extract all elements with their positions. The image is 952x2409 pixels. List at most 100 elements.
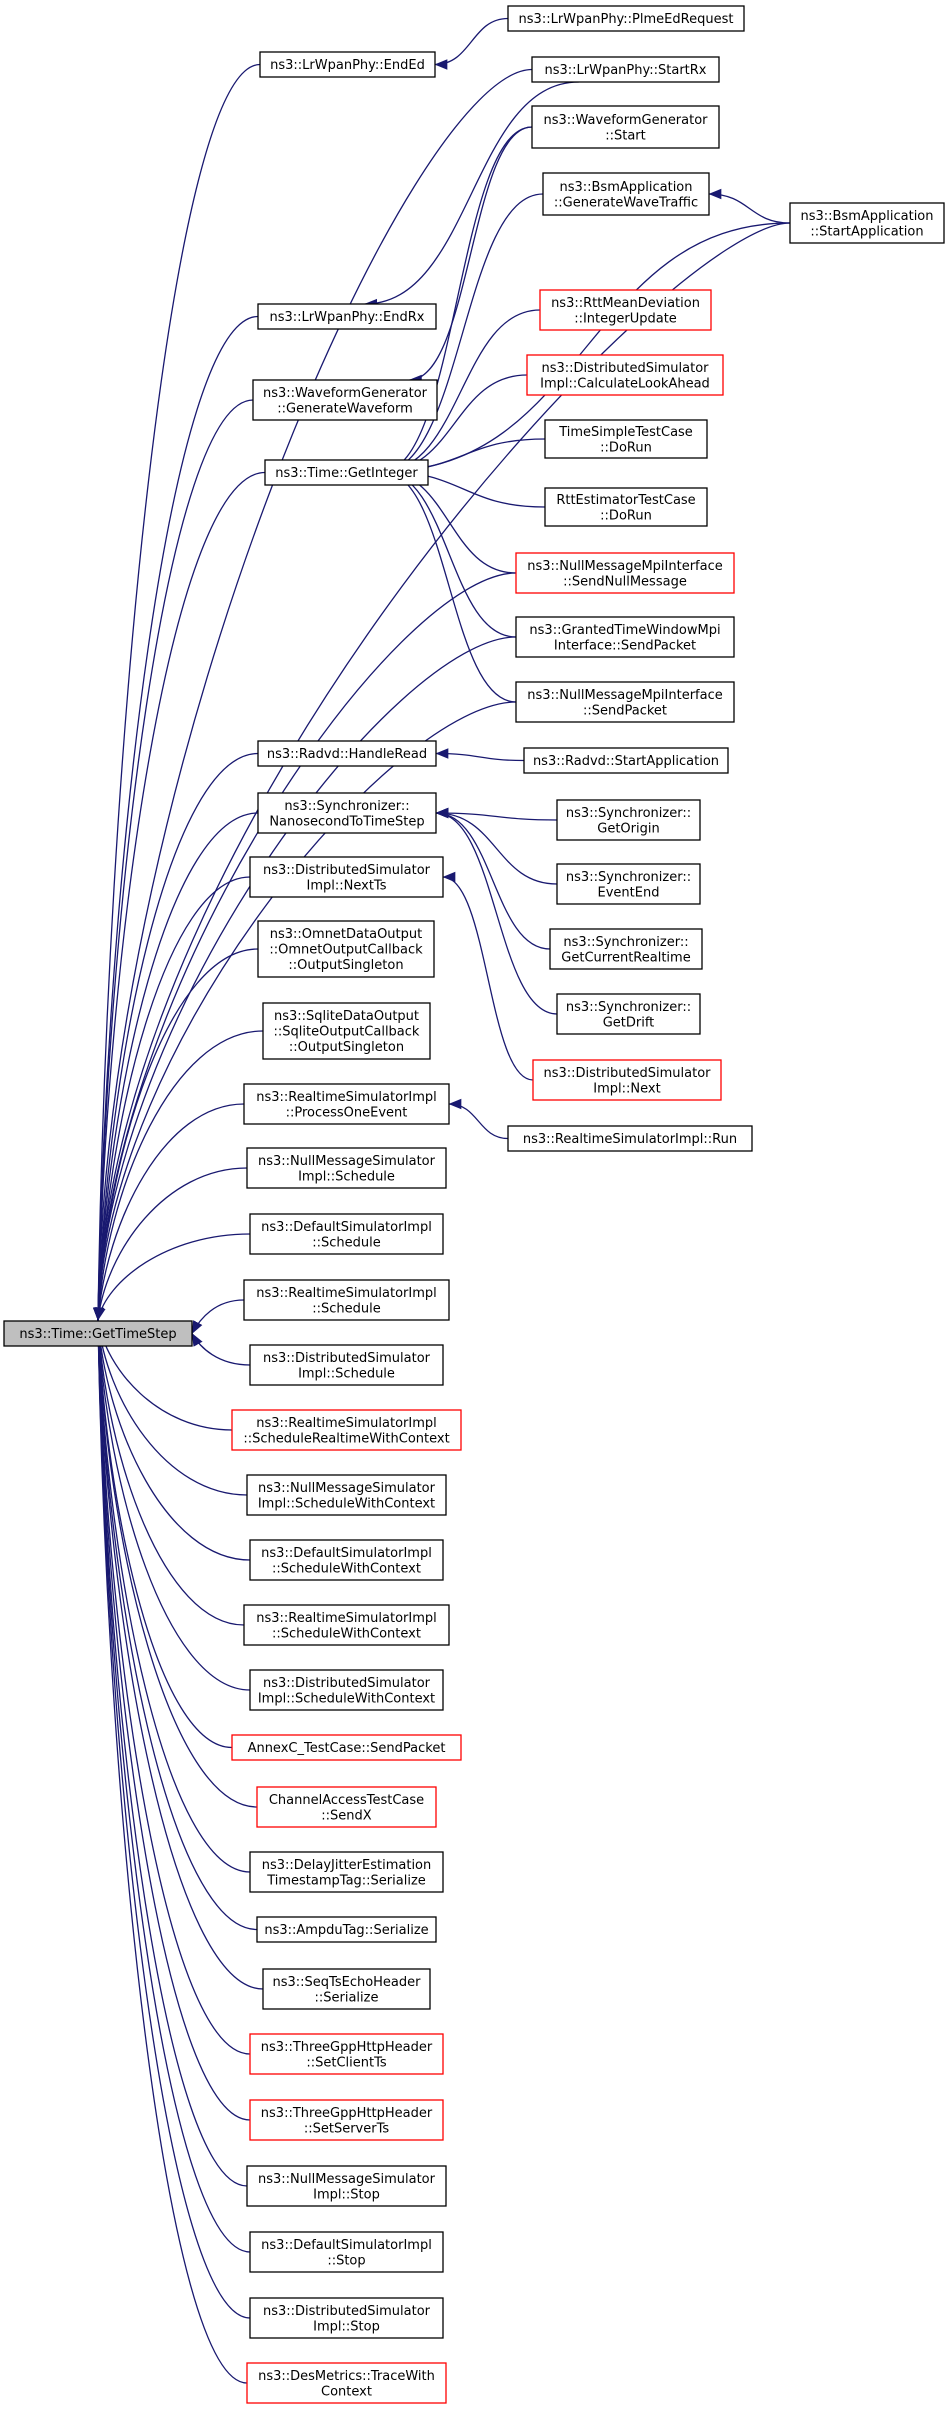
node-null-sched-ctx[interactable]: ns3::NullMessageSimulatorImpl::ScheduleW…: [246, 1474, 447, 1516]
edges-layer: [92, 17, 791, 2384]
node-label: ns3::LrWpanPhy::StartRx: [544, 63, 706, 78]
node-sync-current[interactable]: ns3::Synchronizer::GetCurrentRealtime: [549, 928, 703, 970]
edge: [435, 807, 558, 821]
edge: [93, 1319, 258, 1808]
node-wg-start[interactable]: ns3::WaveformGenerator::Start: [531, 105, 720, 149]
node-omnet[interactable]: ns3::OmnetDataOutput::OmnetOutputCallbac…: [257, 920, 435, 978]
edge: [93, 1319, 248, 2187]
node-annex-c[interactable]: AnnexC_TestCase::SendPacket: [231, 1734, 462, 1761]
edge: [191, 1332, 251, 1366]
edge-plme-ed-request-to-end-ed: [434, 17, 509, 70]
node-label: Interface::SendPacket: [554, 638, 696, 653]
node-box: [257, 303, 437, 330]
node-dist-sched-ctx[interactable]: ns3::DistributedSimulatorImpl::ScheduleW…: [249, 1669, 444, 1711]
node-label: Impl::Stop: [313, 2319, 380, 2334]
edge: [93, 1319, 251, 2319]
node-label: ns3::DistributedSimulator: [263, 1676, 431, 1691]
node-label: ns3::RealtimeSimulatorImpl: [256, 1286, 437, 1301]
node-null-mpi-send[interactable]: ns3::NullMessageMpiInterface::SendPacket: [515, 681, 735, 723]
node-box: [262, 1002, 431, 1060]
node-gen-waveform[interactable]: ns3::WaveformGenerator::GenerateWaveform: [252, 379, 438, 421]
node-label: ns3::NullMessageMpiInterface: [527, 559, 723, 574]
node-radvd-start[interactable]: ns3::Radvd::StartApplication: [523, 747, 729, 774]
node-sqlite[interactable]: ns3::SqliteDataOutput::SqliteOutputCallb…: [262, 1002, 431, 1060]
node-http-client[interactable]: ns3::ThreeGppHttpHeader::SetClientTs: [249, 2033, 444, 2075]
node-seq-ts[interactable]: ns3::SeqTsEchoHeader::Serialize: [262, 1968, 431, 2010]
node-box: [249, 2099, 444, 2141]
node-label: Impl::Schedule: [298, 1366, 395, 1381]
node-get-integer[interactable]: ns3::Time::GetInteger: [264, 459, 429, 486]
node-chan-access[interactable]: ChannelAccessTestCase::SendX: [256, 1786, 437, 1828]
node-label: ns3::DistributedSimulator: [263, 1351, 431, 1366]
node-delay-jitter[interactable]: ns3::DelayJitterEstimationTimestampTag::…: [249, 1851, 444, 1893]
node-rt-sched-rt-ctx[interactable]: ns3::RealtimeSimulatorImpl::ScheduleReal…: [231, 1409, 462, 1451]
node-box: [257, 740, 437, 767]
edge: [93, 812, 259, 1321]
node-rt-sched[interactable]: ns3::RealtimeSimulatorImpl::Schedule: [243, 1279, 450, 1321]
node-send-null[interactable]: ns3::NullMessageMpiInterface::SendNullMe…: [515, 552, 735, 594]
node-rt-sched-ctx[interactable]: ns3::RealtimeSimulatorImpl::ScheduleWith…: [243, 1604, 450, 1646]
node-time-simple[interactable]: TimeSimpleTestCase::DoRun: [544, 419, 708, 459]
node-box: [249, 1539, 444, 1581]
node-def-stop[interactable]: ns3::DefaultSimulatorImpl::Stop: [249, 2231, 444, 2273]
edge-end-rx-to-gettimestep: [93, 315, 259, 1321]
edge: [435, 807, 551, 950]
node-label: ::Schedule: [312, 1301, 381, 1316]
node-plme-ed-request[interactable]: ns3::LrWpanPhy::PlmeEdRequest: [507, 5, 745, 32]
node-sync-origin[interactable]: ns3::Synchronizer::GetOrigin: [556, 799, 701, 841]
node-rt-process[interactable]: ns3::RealtimeSimulatorImpl::ProcessOneEv…: [243, 1083, 450, 1125]
node-box: [246, 1147, 447, 1189]
edge-bsm-start-app-to-gettimestep: [93, 222, 791, 1321]
edge-def-stop-to-gettimestep: [93, 1319, 251, 2253]
node-box: [249, 1344, 444, 1386]
node-box: [3, 1320, 193, 1347]
node-rt-run[interactable]: ns3::RealtimeSimulatorImpl::Run: [507, 1125, 753, 1152]
node-bsm-start-app[interactable]: ns3::BsmApplication::StartApplication: [789, 202, 945, 244]
node-calc-look[interactable]: ns3::DistributedSimulatorImpl::Calculate…: [526, 354, 724, 396]
edge: [442, 871, 534, 1081]
node-http-server[interactable]: ns3::ThreeGppHttpHeader::SetServerTs: [249, 2099, 444, 2141]
node-rtt-int-update[interactable]: ns3::RttMeanDeviation::IntegerUpdate: [539, 289, 712, 331]
edge: [93, 1030, 264, 1321]
node-start-rx[interactable]: ns3::LrWpanPhy::StartRx: [531, 56, 720, 83]
node-box: [246, 1474, 447, 1516]
node-def-sched-ctx[interactable]: ns3::DefaultSimulatorImpl::ScheduleWithC…: [249, 1539, 444, 1581]
node-box: [264, 459, 429, 486]
node-end-ed[interactable]: ns3::LrWpanPhy::EndEd: [259, 51, 436, 78]
node-box: [256, 1786, 437, 1828]
edge: [92, 63, 261, 1321]
node-nano-to-ts[interactable]: ns3::Synchronizer::NanosecondToTimeStep: [257, 792, 437, 834]
edge-null-stop-to-gettimestep: [93, 1319, 248, 2187]
node-sync-event-end[interactable]: ns3::Synchronizer::EventEnd: [556, 863, 701, 905]
edge-gen-wave-to-get-integer: [381, 193, 544, 477]
edge-rt-run-to-rt-process: [448, 1098, 509, 1140]
node-ampdu[interactable]: ns3::AmpduTag::Serialize: [256, 1916, 437, 1943]
edge-omnet-to-gettimestep: [93, 948, 259, 1321]
node-label: ns3::Synchronizer::: [566, 806, 691, 821]
node-box: [515, 616, 735, 658]
node-granted-send[interactable]: ns3::GrantedTimeWindowMpiInterface::Send…: [515, 616, 735, 658]
node-radvd-handle[interactable]: ns3::Radvd::HandleRead: [257, 740, 437, 767]
node-gen-wave[interactable]: ns3::BsmApplication::GenerateWaveTraffic: [542, 172, 710, 216]
node-box: [531, 56, 720, 83]
node-rtt-est[interactable]: RttEstimatorTestCase::DoRun: [544, 487, 708, 527]
node-box: [549, 928, 703, 970]
node-def-sched[interactable]: ns3::DefaultSimulatorImpl::Schedule: [249, 1213, 444, 1255]
node-label: ns3::NullMessageSimulator: [258, 2172, 436, 2187]
node-label: ns3::DistributedSimulator: [263, 863, 431, 878]
node-label: ::SetClientTs: [306, 2055, 387, 2070]
node-gettimestep[interactable]: ns3::Time::GetTimeStep: [3, 1320, 193, 1347]
node-box: [246, 2362, 447, 2404]
node-sync-drift[interactable]: ns3::Synchronizer::GetDrift: [556, 993, 701, 1035]
edge-sqlite-to-gettimestep: [93, 1030, 264, 1321]
node-box: [556, 863, 701, 905]
node-end-rx[interactable]: ns3::LrWpanPhy::EndRx: [257, 303, 437, 330]
